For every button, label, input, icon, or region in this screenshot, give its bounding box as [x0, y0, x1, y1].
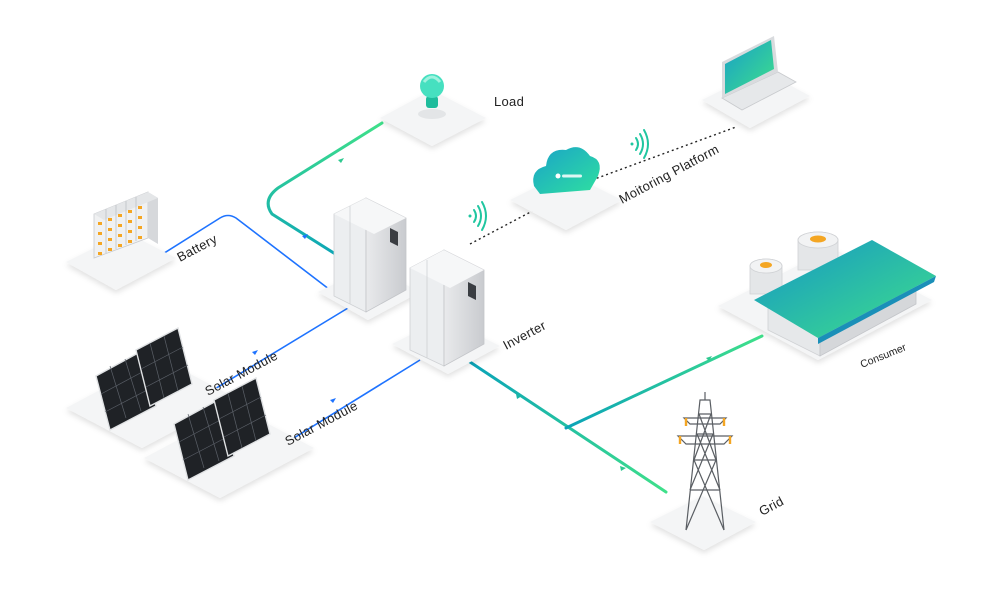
consumer-label: Consumer [859, 341, 909, 370]
monitoring-node [702, 36, 810, 128]
grid-node: Grid [650, 392, 786, 550]
solar-panel-icon [95, 326, 193, 432]
wifi-signal-icon [630, 129, 649, 159]
solar-module-2-label: Solar Module [282, 398, 360, 449]
load-node: Load [380, 74, 524, 146]
battery-node: Battery [66, 191, 220, 290]
battery-dc-line [149, 214, 339, 297]
inverter-node: Inverter [318, 197, 549, 374]
data-link-line [469, 126, 737, 245]
laptop-icon [721, 36, 797, 111]
wifi-signal-icon [468, 201, 487, 231]
connection-lines [149, 121, 764, 494]
consumer-node: Consumer [718, 231, 936, 371]
transmission-tower-icon [676, 392, 734, 531]
factory-icon [749, 231, 936, 357]
monitoring-label: Moitoring Platform [616, 141, 721, 206]
load-ac-line [266, 121, 384, 264]
cloud-icon [533, 147, 600, 194]
solar-module-2-node: Solar Module [144, 376, 360, 498]
battery-label: Battery [174, 231, 219, 265]
cloud-node: Moitoring Platform [510, 141, 721, 230]
inverter-cabinet-icon [409, 249, 485, 367]
inverter-cabinet-icon [333, 197, 407, 313]
grid-label: Grid [756, 493, 786, 518]
inverter-label: Inverter [500, 317, 548, 352]
light-bulb-icon [420, 74, 444, 108]
battery-rack-icon [93, 191, 158, 259]
consumer-ac-line [564, 334, 764, 430]
load-label: Load [494, 94, 524, 109]
solar-panel-icon [173, 376, 271, 482]
solar-module-1-node: Solar Module [66, 326, 280, 448]
